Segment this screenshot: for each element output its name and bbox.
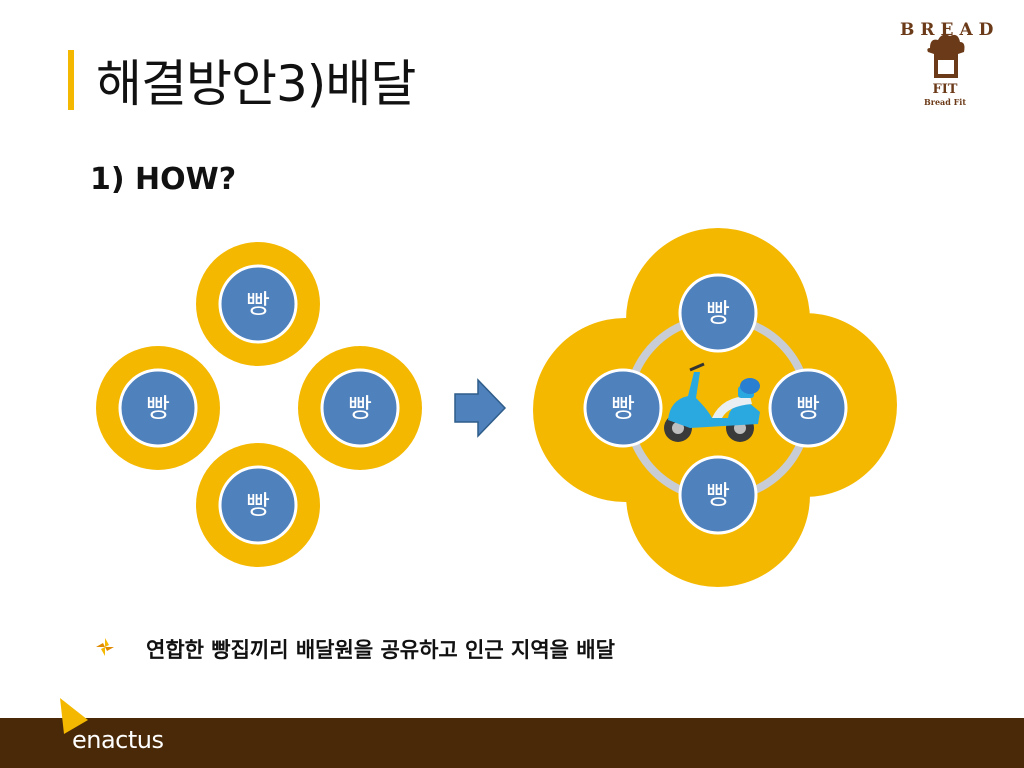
right-node-label: 빵 — [611, 394, 635, 424]
right-arrow-icon — [454, 378, 507, 438]
right-node-left — [583, 368, 663, 448]
left-node-left — [118, 368, 198, 448]
right-node-label: 빵 — [706, 299, 730, 329]
bullet-text: 연합한 빵집끼리 배달원을 공유하고 인근 지역을 배달 — [146, 638, 615, 662]
right-cluster: 빵 빵 빵 빵 — [533, 228, 897, 587]
left-cluster: 빵 빵 빵 빵 — [96, 242, 422, 567]
left-node-label: 빵 — [246, 491, 270, 521]
right-node-label: 빵 — [796, 394, 820, 424]
left-node-label: 빵 — [146, 394, 170, 424]
footer-bar — [0, 718, 1024, 768]
left-node-bottom — [218, 465, 298, 545]
bullet-pinwheel-icon — [96, 638, 114, 656]
left-node-label: 빵 — [348, 394, 372, 424]
bread-fit-logo: BREAD FIT Bread Fit — [900, 20, 1000, 110]
right-node-label: 빵 — [706, 481, 730, 511]
right-blob-center — [608, 298, 828, 518]
right-node-bottom — [678, 455, 758, 535]
page-title: 해결방안3)배달 — [96, 55, 416, 113]
enactus-logo-icon — [60, 698, 88, 734]
section-heading: 1) HOW? — [90, 162, 237, 197]
delivery-diagram: 빵 빵 빵 빵 빵 빵 빵 빵 — [96, 228, 897, 587]
title-accent-bar — [68, 50, 74, 110]
right-node-right — [768, 368, 848, 448]
scooter-icon — [664, 362, 760, 442]
footer-brand: enactus — [72, 726, 164, 754]
right-node-top — [678, 273, 758, 353]
logo-top-text: BREAD — [900, 20, 1000, 40]
left-node-label: 빵 — [246, 290, 270, 320]
left-node-top — [218, 264, 298, 344]
logo-fit-text: FIT — [932, 82, 958, 97]
left-node-right — [320, 368, 400, 448]
logo-sub-text: Bread Fit — [923, 97, 967, 107]
chef-hat-icon — [927, 34, 965, 78]
